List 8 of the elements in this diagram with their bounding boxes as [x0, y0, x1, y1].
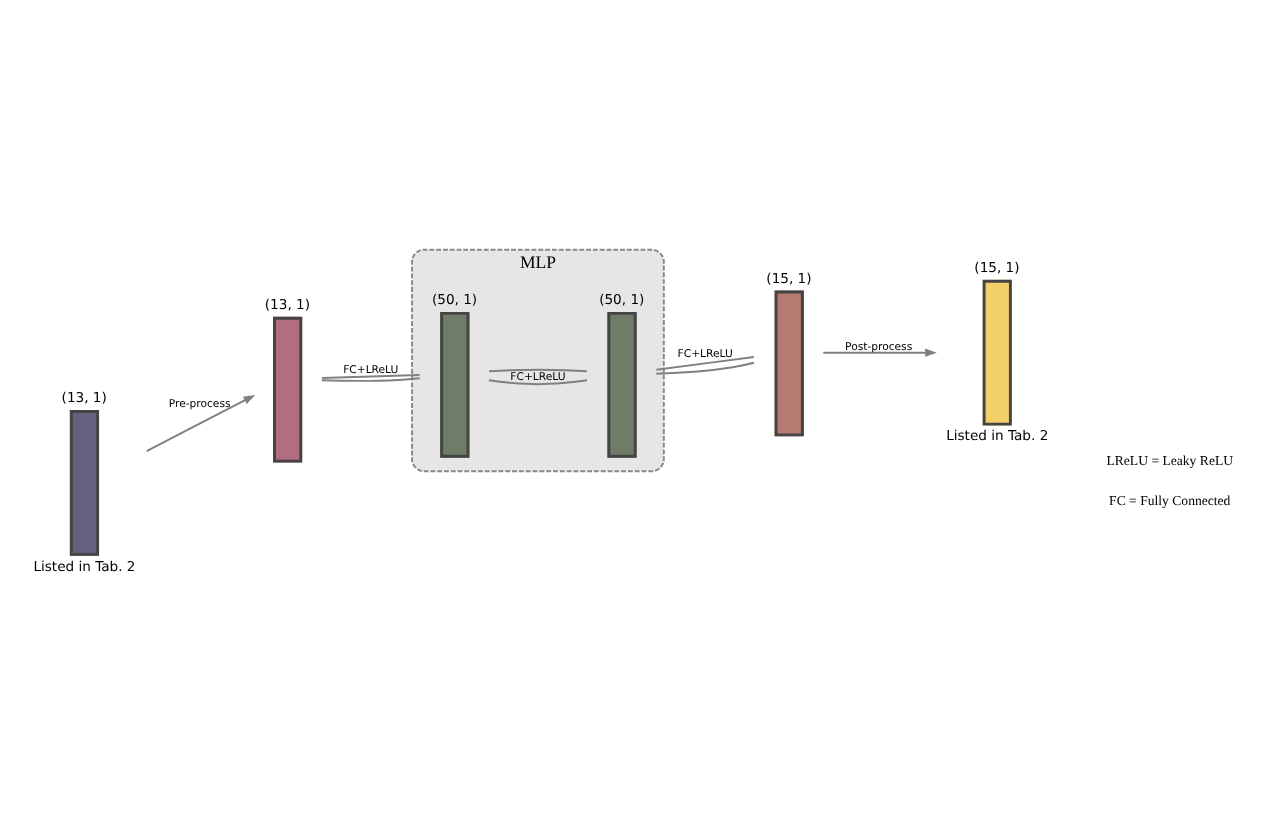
- arrow: [822, 347, 937, 356]
- connector: [320, 376, 421, 381]
- connector: [655, 355, 755, 370]
- connector: [655, 360, 755, 374]
- connector: [320, 373, 421, 378]
- arrow: [145, 393, 256, 452]
- connector: [487, 378, 588, 385]
- connector: [488, 367, 588, 372]
